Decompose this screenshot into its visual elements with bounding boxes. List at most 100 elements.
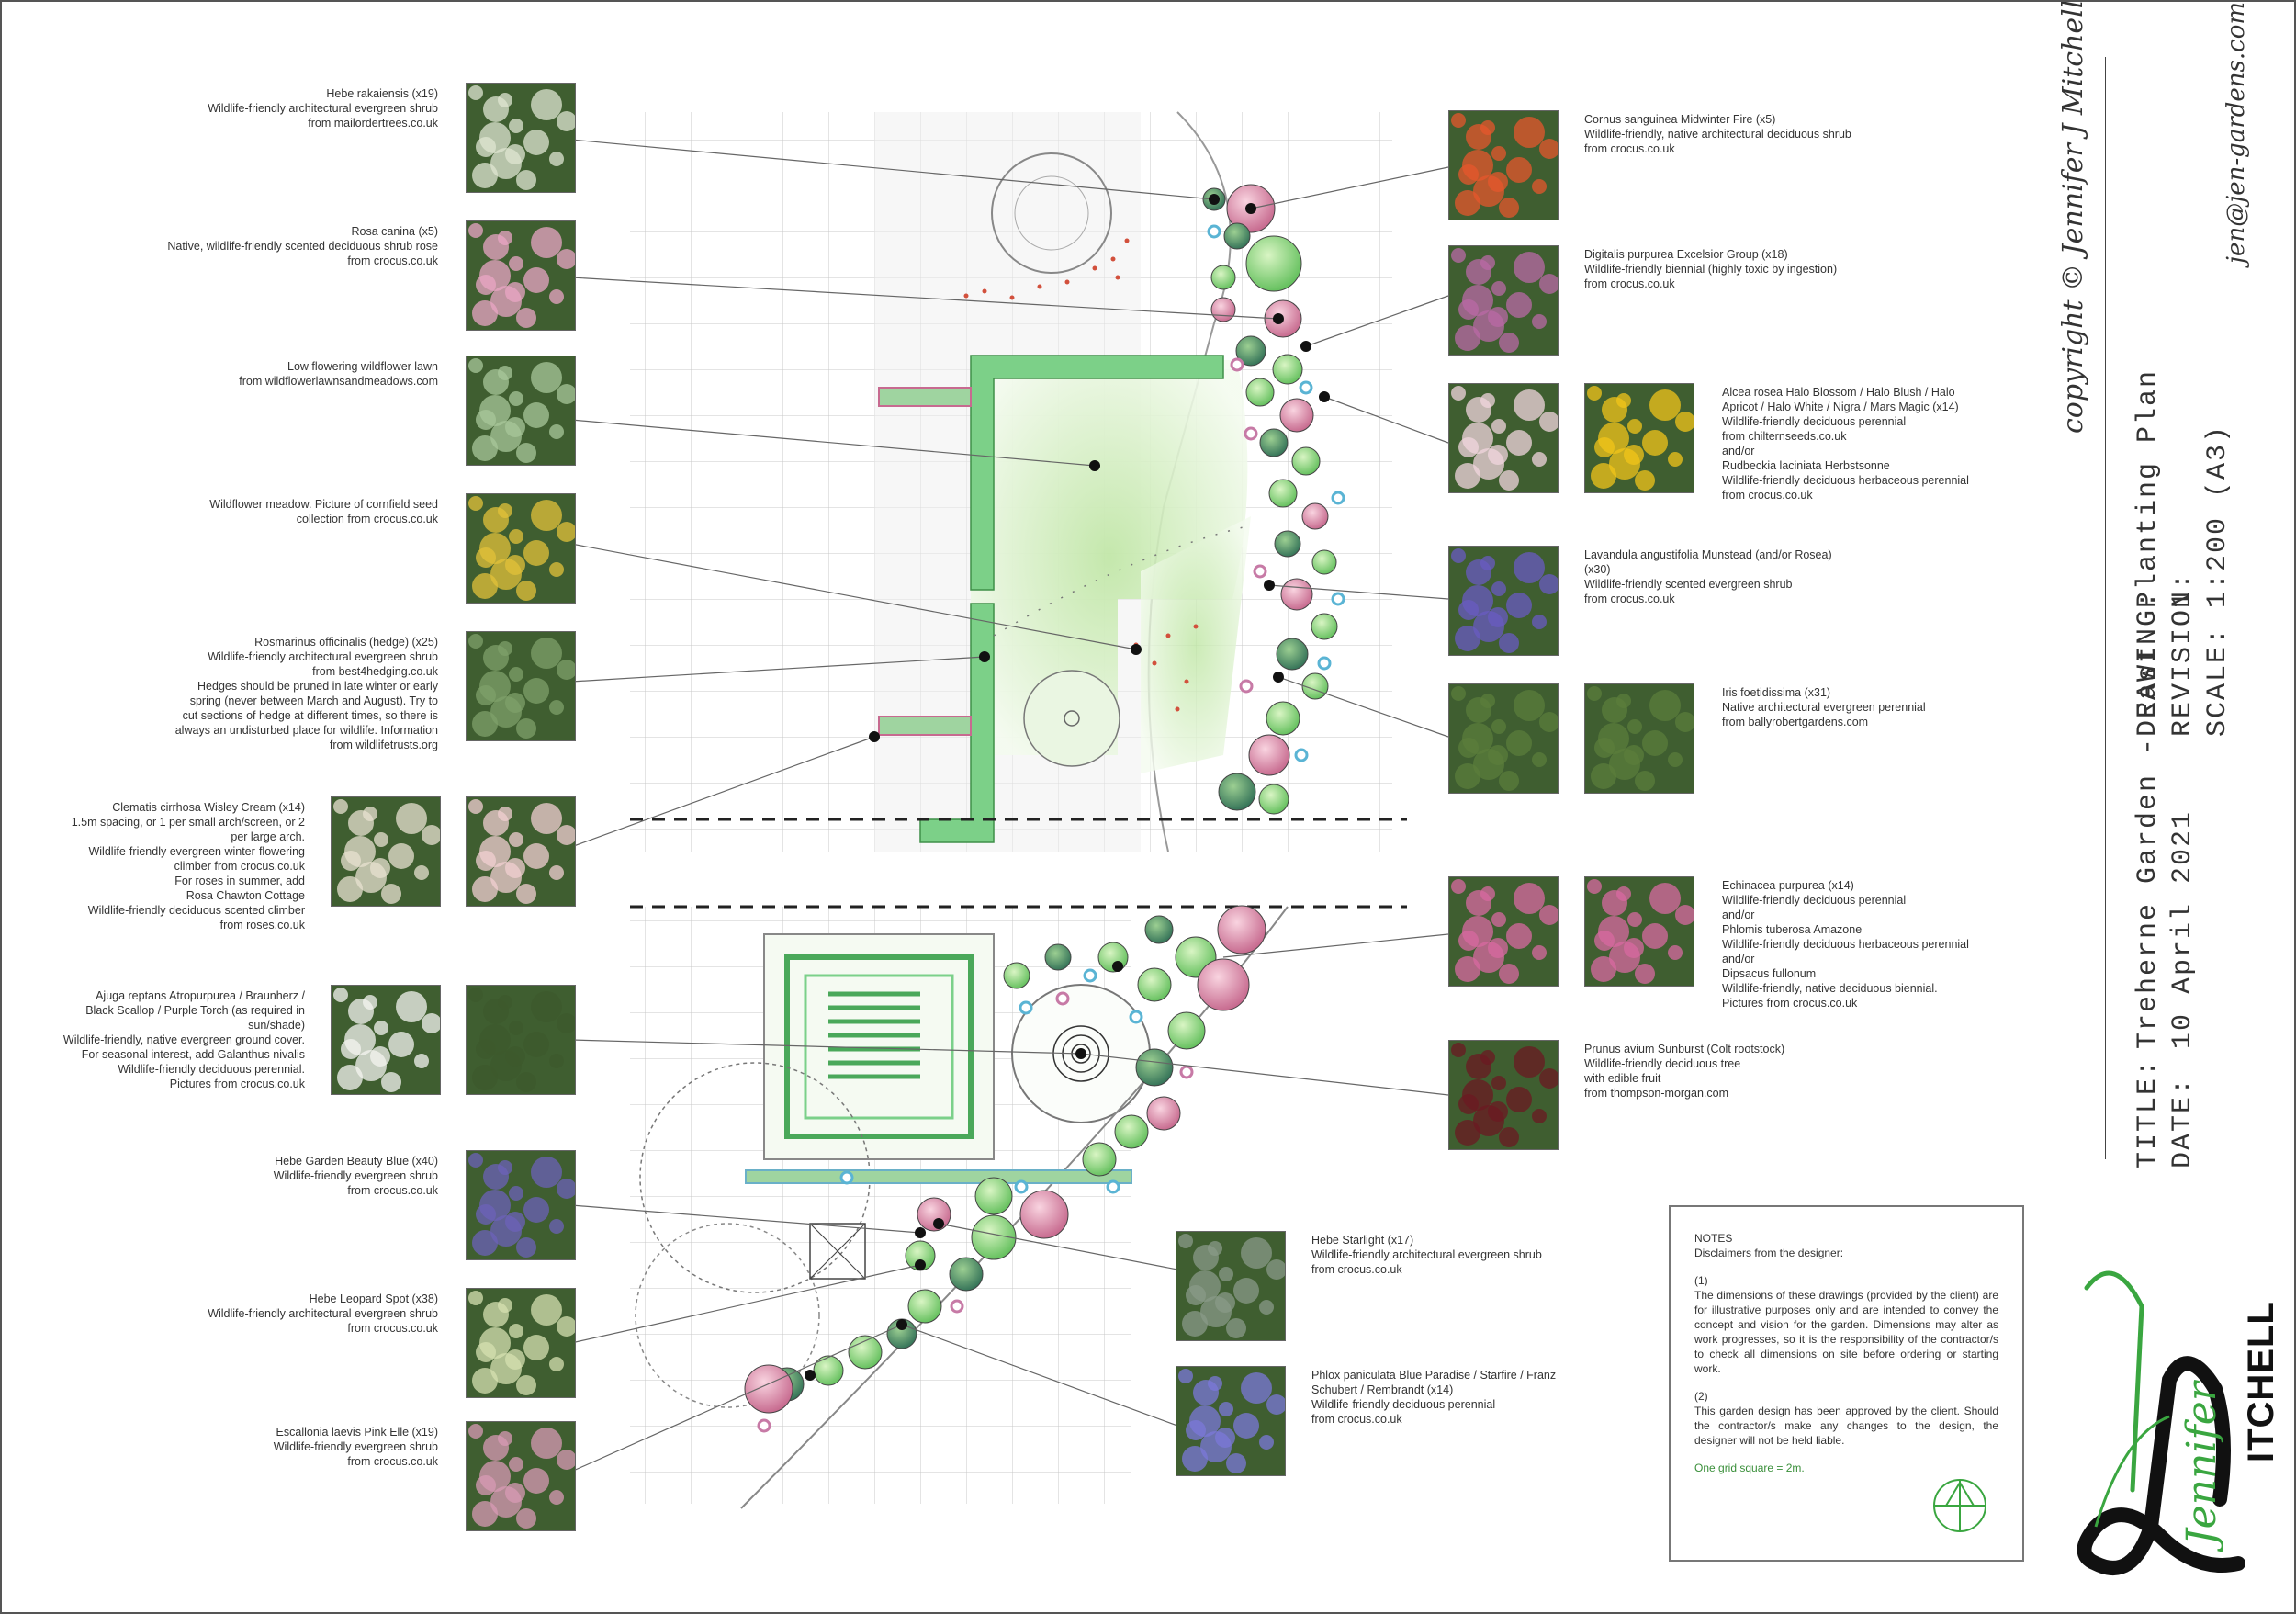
plant-label-phlox: Phlox paniculata Blue Paradise / Starfir… — [1311, 1368, 1605, 1427]
plant-label-line: from crocus.co.uk — [347, 1184, 438, 1197]
plant-photo-white-shrub — [466, 83, 577, 193]
note-1-text: The dimensions of these drawings (provid… — [1694, 1289, 1998, 1375]
plant-photo-iris — [1448, 683, 1559, 794]
revision-value: 1 — [2167, 589, 2199, 608]
plant-label-escallonia: Escallonia laevis Pink Elle (x19)Wildlif… — [135, 1425, 438, 1469]
plant-photo-cherries — [1448, 1040, 1559, 1150]
plant-label-line: Wildlife-friendly deciduous tree — [1584, 1057, 1741, 1070]
plant-label-line: from crocus.co.uk — [1584, 277, 1675, 290]
north-arrow-icon — [1933, 1479, 1986, 1532]
plant-label-line: Wildlife-friendly deciduous perennial — [1311, 1398, 1496, 1411]
plant-photo-foxglove — [1448, 245, 1559, 356]
plant-label-line: Hedges should be pruned in late winter o… — [197, 680, 438, 693]
plant-label-line: Echinacea purpurea (x14) — [1722, 879, 1854, 892]
plant-label-line: Wildlife-friendly, native deciduous bien… — [1722, 982, 1938, 995]
plant-photo-alcea — [1448, 383, 1559, 493]
plant-label-snowdrop: Ajuga reptans Atropurpurea / Braunherz /… — [2, 988, 305, 1091]
plant-label-cornfield: Wildflower meadow. Picture of cornfield … — [135, 497, 438, 526]
plant-label-line: Wildlife-friendly scented evergreen shru… — [1584, 578, 1793, 591]
plant-label-line: Wildlife-friendly biennial (highly toxic… — [1584, 263, 1838, 276]
logo-m-mark — [2077, 1270, 2245, 1575]
plant-label-line: from crocus.co.uk — [1722, 489, 1813, 502]
plant-label-line: Wildlife-friendly deciduous perennial — [1722, 415, 1907, 428]
plant-label-line: Wildlife-friendly, native evergreen grou… — [62, 1033, 305, 1046]
note-2-label: (2) — [1694, 1390, 1708, 1403]
date-value: 10 April 2021 — [2167, 809, 2199, 1049]
plant-label-line: Wildlife-friendly architectural evergree… — [208, 1307, 438, 1320]
plant-label-line: Native architectural evergreen perennial — [1722, 701, 1926, 714]
plant-label-line: Hebe rakaiensis (x19) — [326, 87, 438, 100]
plant-label-line: Rosmarinus officinalis (hedge) (x25) — [254, 636, 438, 649]
plant-label-clematis: Clematis cirrhosa Wisley Cream (x14)1.5m… — [2, 800, 305, 932]
plant-label-foxglove: Digitalis purpurea Excelsior Group (x18)… — [1584, 247, 1878, 291]
plant-label-line: For seasonal interest, add Galanthus niv… — [81, 1048, 305, 1061]
plant-label-line: from roses.co.uk — [219, 919, 305, 931]
plant-label-line: from mailordertrees.co.uk — [308, 117, 438, 130]
plant-label-white-shrub: Hebe rakaiensis (x19)Wildlife-friendly a… — [135, 86, 438, 130]
note-1-label: (1) — [1694, 1274, 1708, 1287]
plant-label-line: from crocus.co.uk — [347, 1455, 438, 1468]
plant-label-line: and/or — [1722, 953, 1755, 965]
notes-box: NOTES Disclaimers from the designer: (1)… — [1669, 1205, 2024, 1562]
plant-label-line: from crocus.co.uk — [1584, 142, 1675, 155]
plant-label-line: Dipsacus fullonum — [1722, 967, 1817, 980]
plant-photo-alcea-alt — [1584, 383, 1695, 493]
plant-photo-escallonia — [466, 1421, 577, 1531]
lower-plan — [630, 818, 1407, 1509]
plant-label-line: Wildlife-friendly deciduous scented clim… — [87, 904, 305, 917]
drawing-label: DRAWING: — [2133, 589, 2164, 737]
plant-label-line: from chilternseeds.co.uk — [1722, 430, 1847, 443]
plant-label-line: from best4hedging.co.uk — [312, 665, 438, 678]
plant-label-line: Black Scallop / Purple Torch (as require… — [85, 1004, 305, 1017]
plant-label-echinacea: Echinacea purpurea (x14) Wildlife-friendl… — [1722, 878, 1998, 1010]
plant-label-hebe-starlight: Hebe Starlight (x17)Wildlife-friendly ar… — [1311, 1233, 1605, 1277]
plant-label-line: Wildlife-friendly deciduous perennial. — [118, 1063, 305, 1076]
plant-label-line: Pictures from crocus.co.uk — [1722, 997, 1858, 1010]
plant-photo-rosemary — [466, 631, 577, 741]
plant-label-lavender: Lavandula angustifolia Munstead (and/or … — [1584, 547, 1878, 606]
plant-label-line: Wildlife-friendly architectural evergree… — [208, 650, 438, 663]
plant-label-line: from wildlifetrusts.org — [329, 739, 438, 751]
email-text: jen@jen-gardens.com — [2223, 2, 2250, 264]
title-block-divider — [2105, 57, 2106, 1159]
plant-label-line: Phlox paniculata Blue Paradise / Starfir… — [1311, 1369, 1557, 1382]
plant-label-line: from crocus.co.uk — [1584, 593, 1675, 605]
upper-plan — [630, 111, 1392, 852]
plant-label-line: Hebe Leopard Spot (x38) — [309, 1292, 438, 1305]
plant-label-line: Prunus avium Sunburst (Colt rootstock) — [1584, 1043, 1785, 1055]
plant-photo-hebe-blue — [466, 1150, 577, 1260]
plant-label-line: sun/shade) — [248, 1019, 305, 1032]
plant-photo-snowdrop-alt — [331, 985, 442, 1095]
plant-label-line: always an undisturbed place for wildlife… — [174, 724, 438, 737]
plant-photo-cornus — [1448, 110, 1559, 220]
plant-label-line: and/or — [1722, 445, 1755, 457]
plant-photo-lavender — [1448, 546, 1559, 656]
plant-label-alcea: Alcea rosea Halo Blossom / Halo Blush / … — [1722, 385, 1998, 502]
plant-label-line: Alcea rosea Halo Blossom / Halo Blush / … — [1722, 386, 1955, 399]
plant-label-line: spring (never between March and August).… — [189, 694, 438, 707]
notes-subtitle: Disclaimers from the designer: — [1694, 1247, 1844, 1259]
plant-label-line: Wildlife-friendly evergreen shrub — [273, 1169, 438, 1182]
plant-label-line: from crocus.co.uk — [1311, 1413, 1402, 1426]
plant-photo-hebe-starlight — [1176, 1231, 1287, 1341]
leader-dots — [805, 194, 1330, 1381]
plant-label-line: Escallonia laevis Pink Elle (x19) — [276, 1426, 438, 1439]
plant-label-line: Iris foetidissima (x31) — [1722, 686, 1831, 699]
plant-label-line: Wildlife-friendly, native architectural … — [1584, 128, 1851, 141]
plant-photo-meadow — [466, 356, 577, 466]
plant-label-cherries: Prunus avium Sunburst (Colt rootstock) Wi… — [1584, 1042, 1878, 1100]
plant-label-pink-rose: Rosa canina (x5)Native, wildlife-friendl… — [135, 224, 438, 268]
scale-label: SCALE: — [2202, 626, 2234, 737]
plant-label-line: Pictures from crocus.co.uk — [169, 1078, 305, 1090]
plant-label-line: with edible fruit — [1584, 1072, 1661, 1085]
plant-label-line: from thompson-morgan.com — [1584, 1087, 1729, 1100]
logo-surname: ITCHELL — [2241, 1301, 2281, 1462]
plant-photo-cornfield — [466, 493, 577, 604]
plant-label-line: Rudbeckia laciniata Herbstsonne — [1722, 459, 1890, 472]
plant-label-line: Apricot / Halo White / Nigra / Mars Magi… — [1722, 401, 1959, 413]
plant-label-line: from crocus.co.uk — [347, 1322, 438, 1335]
plant-label-iris: Iris foetidissima (x31) Native architectu… — [1722, 685, 1998, 729]
date-label: DATE: — [2167, 1076, 2199, 1168]
plant-photo-pink-rose — [466, 220, 577, 331]
